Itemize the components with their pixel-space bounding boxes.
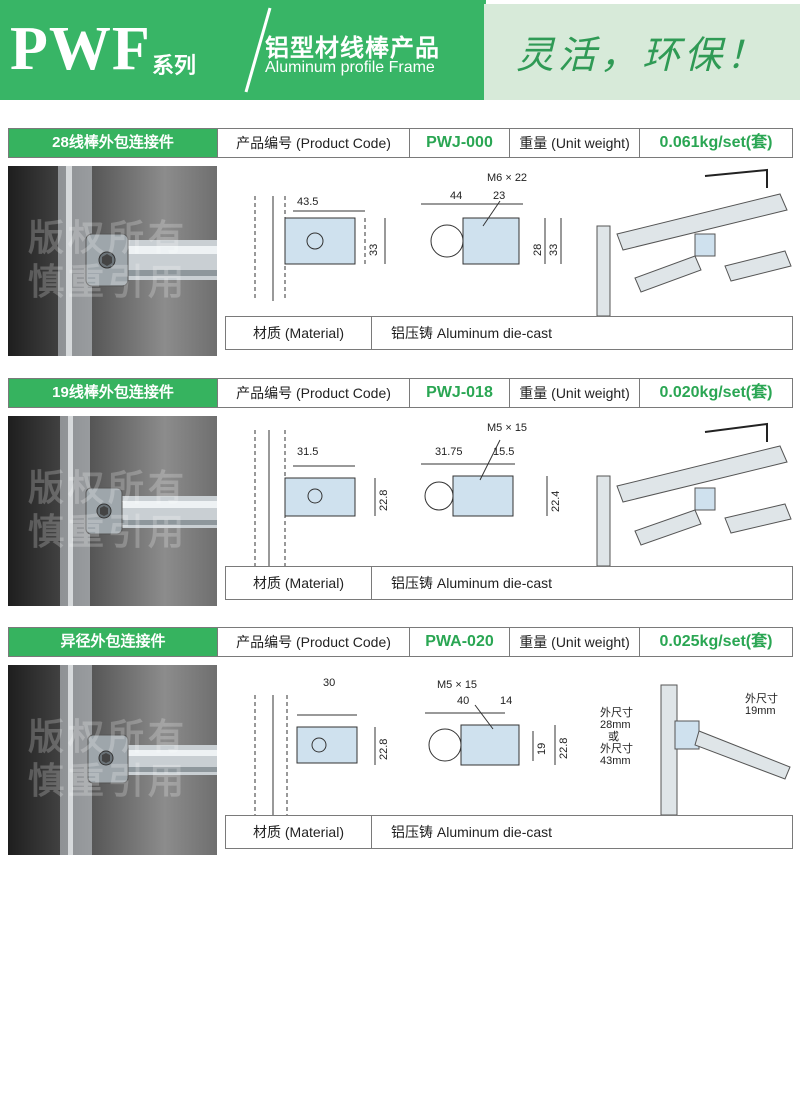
dimension-a-height: 22.8 bbox=[378, 738, 390, 760]
banner-green-panel bbox=[0, 0, 486, 100]
dimension-a: 43.5 bbox=[297, 196, 319, 208]
unit-weight: 0.061kg/set(套) bbox=[639, 129, 792, 157]
material-value: 铝压铸 Aluminum die-cast bbox=[391, 824, 553, 840]
dimension-a: 30 bbox=[323, 677, 336, 689]
dimension-b2: 15.5 bbox=[493, 446, 515, 458]
product-name: 19线棒外包连接件 bbox=[9, 379, 217, 407]
unit-weight-label: 重量 (Unit weight) bbox=[509, 129, 639, 157]
dimension-b-height-1: 19 bbox=[536, 742, 548, 755]
unit-weight-label: 重量 (Unit weight) bbox=[509, 379, 639, 407]
product-header-bar: 28线棒外包连接件 产品编号 (Product Code) PWJ-000 重量… bbox=[8, 128, 793, 158]
product-section-pwj-000: 28线棒外包连接件 产品编号 (Product Code) PWJ-000 重量… bbox=[8, 128, 793, 360]
technical-drawing: 31.5 22.8 31.75 15.5 M5 × 15 22.4 bbox=[225, 416, 793, 566]
brand-title: PWF bbox=[10, 15, 151, 83]
product-photo: 版权所有慎重引用 bbox=[8, 166, 217, 356]
dimension-b-height: 22.4 bbox=[550, 490, 562, 512]
unit-weight-label: 重量 (Unit weight) bbox=[509, 628, 639, 656]
subtitle-chinese: 铝型材线棒产品 bbox=[265, 35, 440, 62]
technical-drawing: 43.5 33 44 23 M6 × 22 28 33 bbox=[225, 166, 793, 316]
screw-size: M6 × 22 bbox=[487, 172, 528, 184]
slogan-text: 灵活，环保！ bbox=[516, 33, 769, 77]
material-label: 材质 (Material) bbox=[226, 317, 372, 349]
dimension-b-height-2: 33 bbox=[548, 243, 560, 256]
product-code: PWJ-018 bbox=[409, 379, 509, 407]
slogan-panel: 灵活，环保！ bbox=[484, 4, 800, 100]
subtitle-english: Aluminum profile Frame bbox=[265, 59, 435, 76]
dimension-b1: 40 bbox=[457, 695, 470, 707]
brand-series: 系列 bbox=[152, 53, 197, 78]
product-photo: 版权所有慎重引用 bbox=[8, 665, 217, 855]
dimension-b-height-1: 28 bbox=[532, 243, 544, 256]
dimension-a-height: 33 bbox=[368, 243, 380, 256]
dimension-b1: 44 bbox=[450, 190, 463, 202]
material-row: 材质 (Material) 铝压铸 Aluminum die-cast bbox=[225, 316, 793, 350]
header-banner: PWF 系列 铝型材线棒产品 Aluminum profile Frame 灵活… bbox=[0, 0, 800, 100]
product-code: PWA-020 bbox=[409, 628, 509, 656]
material-row: 材质 (Material) 铝压铸 Aluminum die-cast bbox=[225, 815, 793, 849]
dimension-a: 31.5 bbox=[297, 446, 319, 458]
dimension-drawing bbox=[254, 168, 792, 316]
material-value: 铝压铸 Aluminum die-cast bbox=[391, 325, 553, 341]
technical-drawing: 30 22.8 M5 × 15 40 14 19 22.8 外尺寸 28mm 或… bbox=[225, 665, 793, 815]
product-code-label: 产品编号 (Product Code) bbox=[217, 628, 409, 656]
outer-size-note-left: 外尺寸 28mm 或 外尺寸 43mm bbox=[600, 707, 633, 767]
dimension-b1: 31.75 bbox=[435, 446, 463, 458]
watermark-text: 版权所有慎重引用 bbox=[28, 217, 189, 302]
material-row: 材质 (Material) 铝压铸 Aluminum die-cast bbox=[225, 566, 793, 600]
outer-size-note-right: 外尺寸 19mm bbox=[745, 693, 778, 717]
watermark-text: 版权所有慎重引用 bbox=[28, 716, 189, 801]
screw-size: M5 × 15 bbox=[487, 422, 528, 434]
watermark-text: 版权所有慎重引用 bbox=[28, 467, 189, 552]
screw-size: M5 × 15 bbox=[437, 679, 478, 691]
dimension-drawing bbox=[254, 422, 792, 566]
product-name: 异径外包连接件 bbox=[9, 628, 217, 656]
product-section-pwa-020: 异径外包连接件 产品编号 (Product Code) PWA-020 重量 (… bbox=[8, 627, 793, 859]
product-code: PWJ-000 bbox=[409, 129, 509, 157]
dimension-b-height-2: 22.8 bbox=[558, 737, 570, 759]
dimension-b2: 23 bbox=[493, 190, 506, 202]
unit-weight: 0.025kg/set(套) bbox=[639, 628, 792, 656]
product-section-pwj-018: 19线棒外包连接件 产品编号 (Product Code) PWJ-018 重量… bbox=[8, 378, 793, 610]
unit-weight: 0.020kg/set(套) bbox=[639, 379, 792, 407]
material-value: 铝压铸 Aluminum die-cast bbox=[391, 575, 553, 591]
product-header-bar: 19线棒外包连接件 产品编号 (Product Code) PWJ-018 重量… bbox=[8, 378, 793, 408]
material-label: 材质 (Material) bbox=[226, 567, 372, 599]
product-photo: 版权所有慎重引用 bbox=[8, 416, 217, 606]
product-header-bar: 异径外包连接件 产品编号 (Product Code) PWA-020 重量 (… bbox=[8, 627, 793, 657]
product-code-label: 产品编号 (Product Code) bbox=[217, 129, 409, 157]
material-label: 材质 (Material) bbox=[226, 816, 372, 848]
product-code-label: 产品编号 (Product Code) bbox=[217, 379, 409, 407]
dimension-b2: 14 bbox=[500, 695, 513, 707]
dimension-a-height: 22.8 bbox=[378, 489, 390, 511]
product-name: 28线棒外包连接件 bbox=[9, 129, 217, 157]
dimension-drawing bbox=[254, 684, 791, 815]
